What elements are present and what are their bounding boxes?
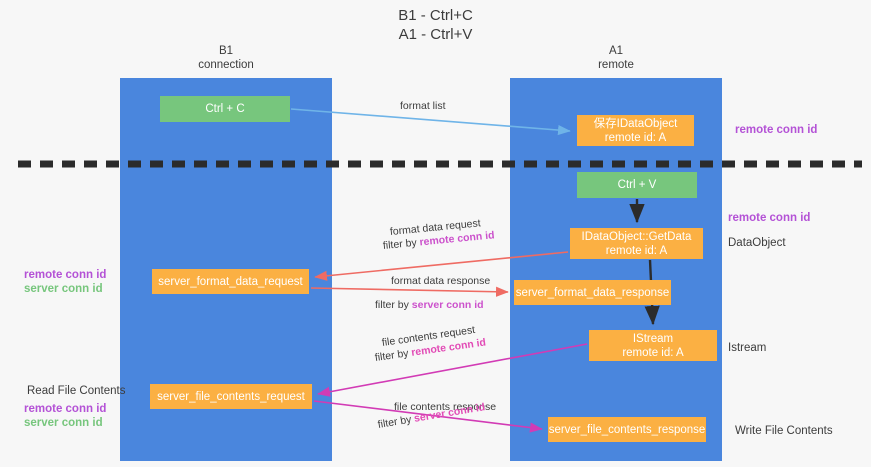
annotation-read-file-contents: Read File Contents xyxy=(27,385,126,397)
lane-heading-b1: B1 connection xyxy=(198,45,254,71)
node-server-format-data-request[interactable]: server_format_data_request xyxy=(152,269,309,294)
annotation-left-conn-ids-bottom: remote conn id server conn id xyxy=(24,402,106,430)
filter-prefix: filter by xyxy=(374,346,413,364)
filter-prefix: filter by xyxy=(375,299,412,311)
filter-prefix: filter by xyxy=(382,236,421,252)
node-idataobject-getdata[interactable]: IDataObject::GetData remote id: A xyxy=(570,228,703,259)
annotation-remote-conn-id-mid: remote conn id xyxy=(728,212,811,224)
node-server-format-data-response[interactable]: server_format_data_response xyxy=(514,280,671,305)
annotation-write-file-contents: Write File Contents xyxy=(735,425,833,437)
node-idataobject[interactable]: 保存IDataObject remote id: A xyxy=(577,115,694,146)
annotation-remote-conn-id: remote conn id xyxy=(24,403,107,415)
node-server-file-contents-request[interactable]: server_file_contents_request xyxy=(150,384,312,409)
node-ctrl-v[interactable]: Ctrl + V xyxy=(577,172,697,198)
filter-prefix: filter by xyxy=(376,413,416,431)
node-ctrl-c[interactable]: Ctrl + C xyxy=(160,96,290,122)
edge-label-format-data-response: format data response xyxy=(391,275,491,287)
arrow-format-data-response xyxy=(310,286,509,297)
node-server-file-contents-response[interactable]: server_file_contents_response xyxy=(548,417,706,442)
edge-label-format-list: format list xyxy=(400,100,446,112)
annotation-dataobject: DataObject xyxy=(728,237,786,249)
annotation-istream: Istream xyxy=(728,342,767,354)
annotation-server-conn-id: server conn id xyxy=(24,417,103,429)
edge-label-file-contents-response: file contents response xyxy=(394,401,497,413)
edge-label-format-data-response-filter: filter by server conn id xyxy=(375,299,484,312)
annotation-left-conn-ids-top: remote conn id server conn id xyxy=(24,268,106,296)
lane-heading-a1: A1 remote xyxy=(598,45,634,71)
annotation-remote-conn-id-top: remote conn id xyxy=(735,124,818,136)
annotation-server-conn-id: server conn id xyxy=(24,283,103,295)
node-istream[interactable]: IStream remote id: A xyxy=(589,330,717,361)
annotation-remote-conn-id: remote conn id xyxy=(24,269,107,281)
diagram-title: B1 - Ctrl+C A1 - Ctrl+V xyxy=(398,7,473,43)
filter-value-server-conn-id: server conn id xyxy=(411,299,484,311)
